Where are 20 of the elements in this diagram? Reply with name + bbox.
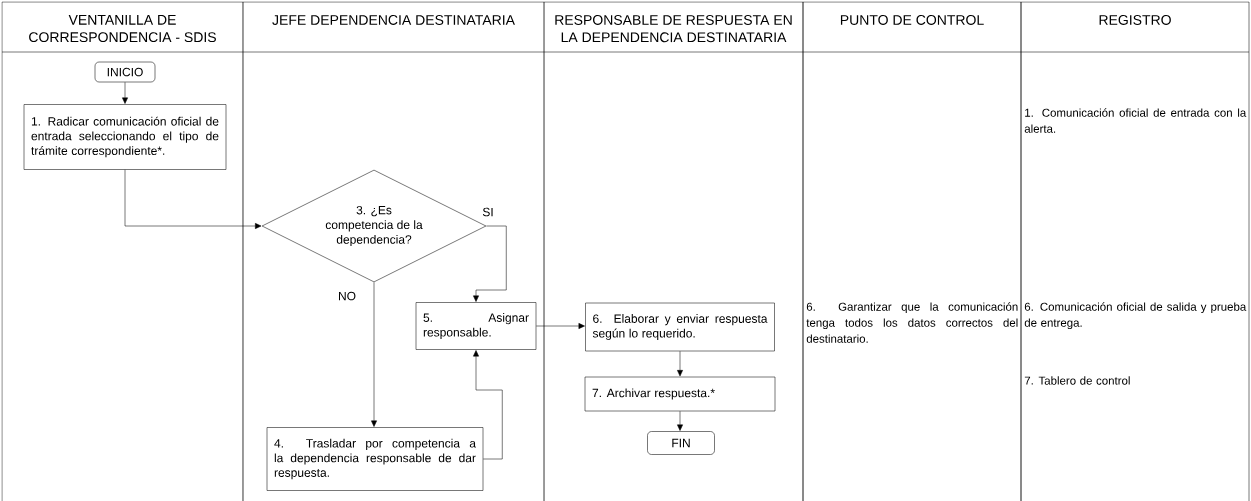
process-box: 7. Archivar respuesta.* <box>584 376 776 412</box>
note-text: 1. Comunicación oficial de entrada con la alerta. <box>1024 108 1247 133</box>
arrow <box>677 411 683 431</box>
edge-label: NO <box>336 290 358 302</box>
process-box: 4. Trasladar por competencia a la dependencia responsable de dar respuesta. <box>266 427 484 491</box>
terminator: FIN <box>647 431 715 455</box>
note-text: 6. Garantizar que la comunicación tenga todos los datos correctos del destinatario. <box>806 302 1018 343</box>
process-box: 6. Elaborar y enviar respuesta según lo requerido. <box>585 302 775 352</box>
arrow <box>677 351 683 377</box>
process-box: 5. Asignar responsable. <box>415 302 537 350</box>
arrow <box>473 350 503 460</box>
arrow <box>473 225 507 302</box>
arrow <box>371 282 377 427</box>
process-box: 1. Radicar comunicación oficial de entrada seleccionando el tipo de trámite correspondiente*. <box>23 104 227 170</box>
arrow <box>124 169 262 229</box>
arrow <box>122 82 128 104</box>
note-text: 7. Tablero de control <box>1024 376 1130 385</box>
arrow <box>536 323 585 329</box>
terminator: INICIO <box>94 61 156 83</box>
note-text: 6. Comunicación oficial de salida y prueba de entrega. <box>1024 302 1247 330</box>
